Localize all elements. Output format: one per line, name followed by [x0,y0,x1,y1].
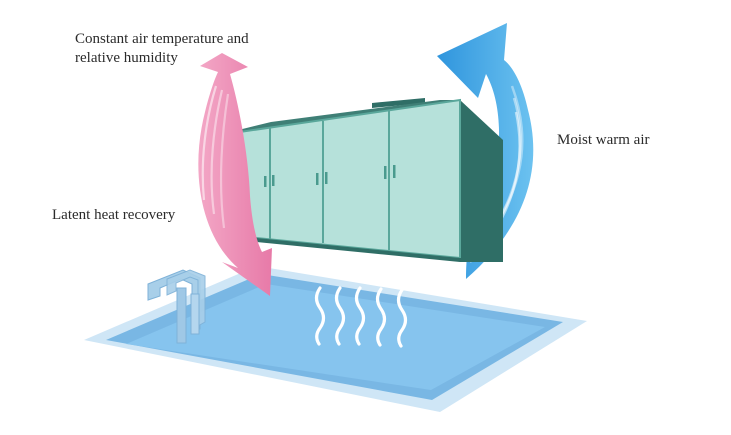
latent-heat-arrow [198,53,272,296]
pool-ladder-icon [147,269,206,344]
steam-wisps [314,286,408,348]
latent-heat-label: Latent heat recovery [52,207,176,223]
constant-air-label-line2: relative humidity [75,50,178,66]
unit-top-vent-right [372,98,425,108]
unit-base [226,235,503,262]
moist-warm-air-label: Moist warm air [557,132,650,148]
unit-side [460,100,503,258]
dehumidifier-unit [225,98,503,262]
constant-air-label-line1: Constant air temperature and [75,31,249,47]
constant-air-label: Constant air temperature and relative hu… [75,30,249,68]
unit-front [225,98,461,260]
